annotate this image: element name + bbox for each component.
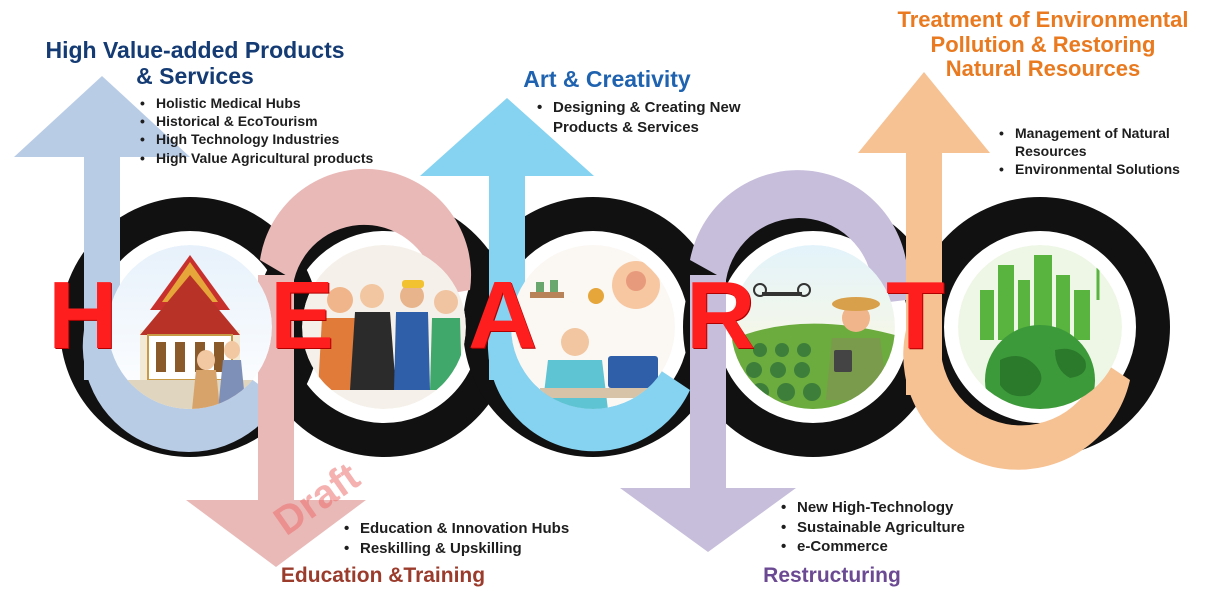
letter-h: H [48, 262, 118, 369]
bullet-item: e-Commerce [781, 537, 1031, 557]
title-education-training: Education &Training [280, 564, 486, 587]
title-restructuring: Restructuring [763, 564, 901, 587]
bullet-item: Reskilling & Upskilling [344, 539, 634, 559]
title-treatment: Treatment of Environmental Pollution & R… [897, 7, 1189, 82]
photo-circles [108, 245, 1122, 409]
people-illustration [302, 245, 466, 409]
bullet-item: Sustainable Agriculture [781, 518, 1031, 538]
title-high-value: High Value-added Products & Services [45, 37, 345, 89]
bullets-treatment: Management of Natural Resources Environm… [999, 124, 1204, 179]
bullet-item: New High-Technology [781, 498, 1031, 518]
bullet-item: Designing & Creating New Products & Serv… [537, 98, 797, 137]
letter-t: T [886, 262, 945, 369]
bullet-item: Environmental Solutions [999, 160, 1204, 178]
bullet-item: Holistic Medical Hubs [140, 94, 390, 112]
bullets-education: Education & Innovation Hubs Reskilling &… [344, 519, 634, 558]
bullet-item: Management of Natural Resources [999, 124, 1204, 160]
bullets-high-value: Holistic Medical Hubs Historical & EcoTo… [140, 94, 390, 167]
bullets-restructuring: New High-Technology Sustainable Agricult… [781, 498, 1031, 557]
bullet-item: Historical & EcoTourism [140, 112, 390, 130]
temple-illustration [108, 245, 272, 409]
farming-illustration [731, 245, 895, 409]
letter-r: R [686, 262, 756, 369]
letter-e: E [270, 262, 335, 369]
title-art-creativity: Art & Creativity [523, 66, 691, 92]
letter-a: A [468, 262, 538, 369]
bullet-item: High Technology Industries [140, 130, 390, 148]
bullet-item: High Value Agricultural products [140, 149, 390, 167]
arrow-t [858, 72, 1130, 470]
arrow-r [620, 170, 908, 552]
creative-illustration [511, 245, 675, 409]
bullets-art-creativity: Designing & Creating New Products & Serv… [537, 98, 797, 137]
bullet-item: Education & Innovation Hubs [344, 519, 634, 539]
